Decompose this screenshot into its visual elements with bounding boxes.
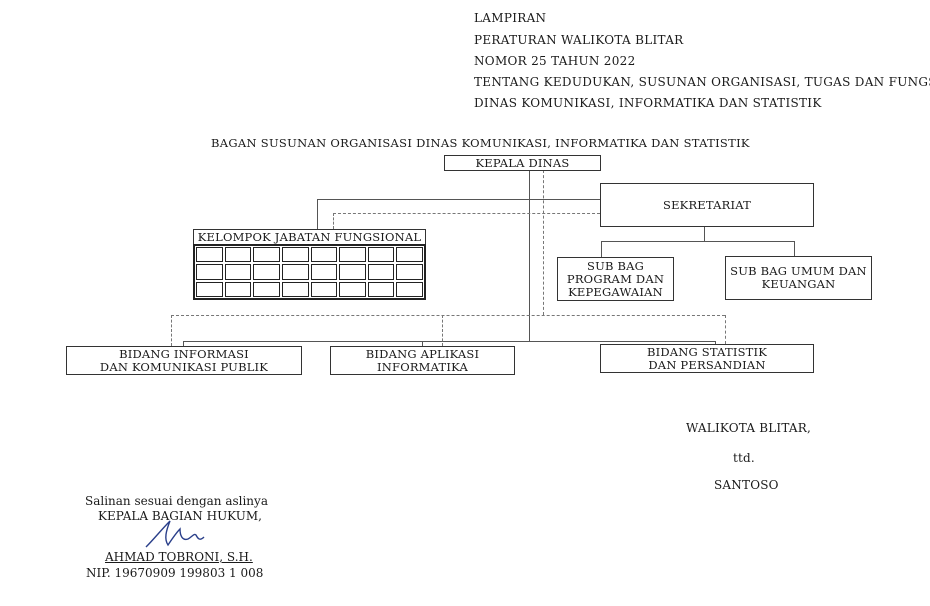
connector-subbag-right [794,241,795,256]
signature-office: WALIKOTA BLITAR, [686,421,812,435]
subbag-umum-line2: KEUANGAN [761,277,836,291]
grid-cell [253,281,280,297]
grid-cell [196,281,223,297]
header-lampiran: LAMPIRAN [474,11,547,25]
subbag-program-line1: SUB BAG [586,258,645,273]
dashed-fungsional-drop [333,213,334,229]
header-tentang: TENTANG KEDUDUKAN, SUSUNAN ORGANISASI, T… [474,75,930,89]
node-subbag-program-kepegawaian: SUB BAG PROGRAM DAN KEPEGAWAIAN [557,257,674,301]
footer-nip: NIP. 19670909 199803 1 008 [86,566,264,580]
header-nomor: NOMOR 25 TAHUN 2022 [474,54,636,68]
grid-cell [253,247,280,263]
node-kelompok-jabatan-fungsional: KELOMPOK JABATAN FUNGSIONAL [193,229,426,245]
node-subbag-umum-keuangan: SUB BAG UMUM DAN KEUANGAN [725,256,872,300]
footer-kepala-bagian: KEPALA BAGIAN HUKUM, [98,509,262,523]
connector-vertical-main [529,170,530,342]
grid-cell [367,264,395,280]
dashed-fungsional-top [333,213,600,214]
grid-cell [310,281,338,297]
grid-cell [396,264,423,280]
subbag-program-line2: PROGRAM DAN [566,271,665,286]
node-bidang-statistik-persandian: BIDANG STATISTIK DAN PERSANDIAN [600,344,814,373]
grid-cell [310,264,338,280]
header-peraturan: PERATURAN WALIKOTA BLITAR [474,33,684,47]
connector-subbag-left [601,241,602,257]
grid-cell [396,281,423,297]
grid-cell [224,264,252,280]
grid-cell [281,264,309,280]
connector-bidang-mid [422,341,423,346]
grid-cell [196,264,223,280]
bidang-statistik-line2: DAN PERSANDIAN [648,357,766,372]
node-kepala-dinas-label: KEPALA DINAS [475,155,570,170]
bidang-aptika-line1: BIDANG APLIKASI [365,346,480,361]
connector-sekretariat-down [704,227,705,241]
node-sekretariat-label: SEKRETARIAT [662,197,751,212]
connector-bidang-right [715,341,716,344]
grid-cell [339,247,366,263]
subbag-umum-line1: SUB BAG UMUM DAN [730,264,867,278]
signature-ttd: ttd. [733,451,755,465]
grid-cell [224,247,252,263]
chart-title: BAGAN SUSUNAN ORGANISASI DINAS KOMUNIKAS… [211,136,750,150]
grid-cell [310,247,338,263]
dashed-bidang-bar [171,315,725,316]
connector-fungsional-drop [317,199,318,229]
node-bidang-informasi-komunikasi-publik: BIDANG INFORMASI DAN KOMUNIKASI PUBLIK [66,346,302,375]
grid-cell [253,264,280,280]
node-kepala-dinas: KEPALA DINAS [444,155,601,171]
connector-fungsional-top [317,199,600,200]
footer-salinan: Salinan sesuai dengan aslinya [85,494,268,508]
bidang-ikp-line2: DAN KOMUNIKASI PUBLIK [99,359,269,374]
node-fungsional-label: KELOMPOK JABATAN FUNGSIONAL [197,229,422,244]
signature-name: SANTOSO [714,478,779,492]
footer-name: AHMAD TOBRONI, S.H. [105,550,253,564]
connector-bidang-left [183,341,184,346]
bidang-statistik-line1: BIDANG STATISTIK [646,344,768,359]
node-bidang-aplikasi-informatika: BIDANG APLIKASI INFORMATIKA [330,346,515,375]
fungsional-grid [193,244,426,300]
subbag-program-line3: KEPEGAWAIAN [568,284,663,299]
handwritten-signature [145,520,205,548]
grid-cell [196,247,223,263]
connector-subbag-bar [601,241,794,242]
grid-cell [281,281,309,297]
header-dinas: DINAS KOMUNIKASI, INFORMATIKA DAN STATIS… [474,96,822,110]
node-sekretariat: SEKRETARIAT [600,183,814,227]
grid-cell [367,281,395,297]
connector-bidang-bar [183,341,715,342]
bidang-ikp-line1: BIDANG INFORMASI [119,346,249,361]
grid-cell [281,247,309,263]
grid-cell [339,264,366,280]
grid-cell [339,281,366,297]
grid-cell [367,247,395,263]
dashed-bidang-left [171,315,172,346]
grid-cell [224,281,252,297]
dashed-bidang-mid [442,315,443,346]
grid-cell [396,247,423,263]
dashed-bidang-right [725,315,726,344]
bidang-aptika-line2: INFORMATIKA [377,359,468,374]
dashed-vertical-main [543,170,544,315]
